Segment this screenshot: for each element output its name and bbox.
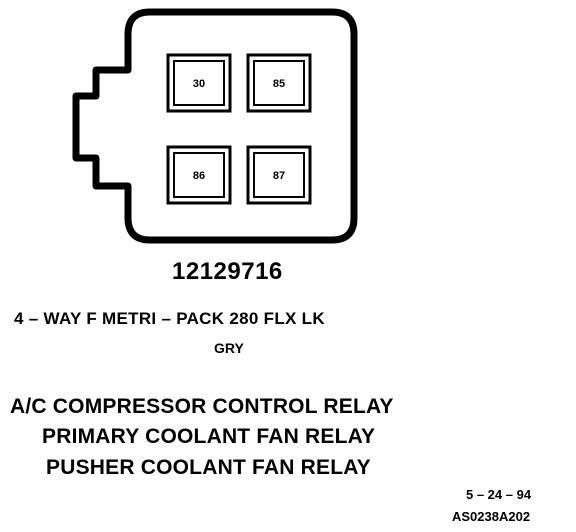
pin-label-86: 86 xyxy=(193,170,205,182)
pin-label-30: 30 xyxy=(193,78,205,90)
part-number: 12129716 xyxy=(172,258,283,285)
pin-cavity-87: 87 xyxy=(246,145,312,205)
usage-line-primary-fan: PRIMARY COOLANT FAN RELAY xyxy=(42,425,376,448)
pin-cavity-85: 85 xyxy=(246,53,312,113)
connector-description: 4 – WAY F METRI – PACK 280 FLX LK xyxy=(14,309,325,328)
document-date: 5 – 24 – 94 xyxy=(466,487,532,502)
usage-line-pusher-fan: PUSHER COOLANT FAN RELAY xyxy=(46,456,371,479)
pin-cavity-86: 86 xyxy=(166,145,232,205)
connector-housing xyxy=(72,8,358,244)
document-code: AS0238A202 xyxy=(452,509,531,524)
connector-color: GRY xyxy=(214,340,244,356)
pin-cavity-30: 30 xyxy=(166,53,232,113)
usage-line-ac-compressor: A/C COMPRESSOR CONTROL RELAY xyxy=(10,395,394,418)
pin-label-87: 87 xyxy=(273,170,285,182)
pin-label-85: 85 xyxy=(273,78,285,90)
connector-face-diagram: 30 85 86 87 xyxy=(72,8,358,244)
